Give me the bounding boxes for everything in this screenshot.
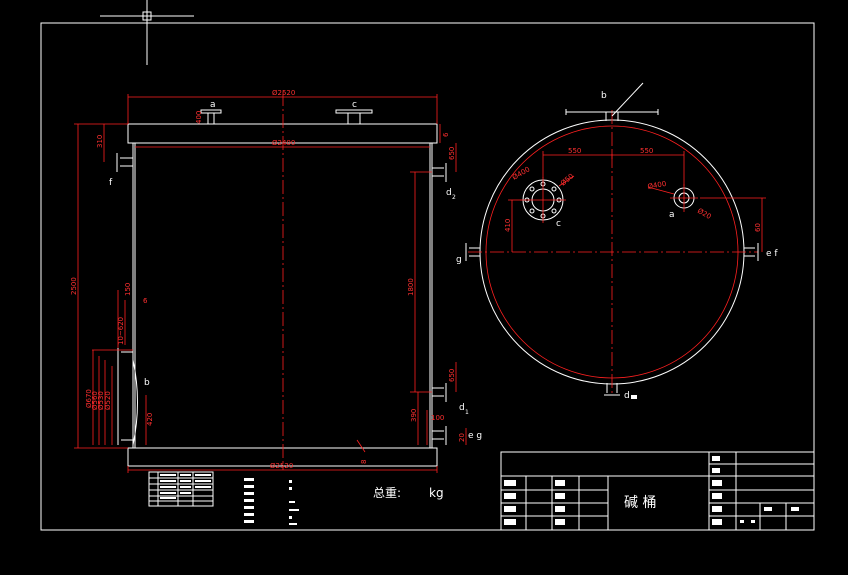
label-g-plan: g: [456, 255, 462, 265]
dim-right-d1: 650: [448, 369, 456, 382]
label-c-top: c: [352, 100, 357, 110]
label-d1-sub: 1: [465, 409, 469, 416]
plan-dim-right-60: 60: [754, 223, 762, 232]
dim-right-bottom-3: 20: [458, 433, 466, 442]
label-d2: d: [446, 188, 452, 198]
dim-b-560: Ø560: [91, 391, 99, 410]
label-ef-plan: e f: [766, 249, 778, 259]
parts-list: [148, 471, 214, 507]
plan-dim-left-550: 550: [568, 147, 581, 155]
drawing-border: [40, 22, 815, 531]
label-eg: e g: [468, 431, 482, 441]
dim-left-f-offset: 310: [96, 135, 104, 148]
label-d2-sub: 2: [452, 194, 456, 201]
label-a-top: a: [210, 100, 216, 110]
dim-b-520: Ø520: [104, 391, 112, 410]
dim-b-height: 420: [146, 413, 154, 426]
plan-dim-small-a: Ø20: [696, 207, 712, 221]
label-a-plan: a: [669, 210, 675, 220]
dim-left-plate: 6: [143, 297, 148, 305]
label-f-left: f: [109, 178, 113, 188]
label-b-plan: b: [601, 91, 607, 101]
label-c-plan: c: [556, 219, 561, 229]
plan-view: [465, 82, 766, 396]
dim-b-670: Ø670: [85, 389, 93, 408]
label-d-plan-sub: [631, 395, 637, 399]
label-d-plan: d: [624, 391, 630, 401]
crosshair-cursor: [100, 0, 194, 65]
dim-left-small-1: 150: [124, 283, 132, 296]
plan-dim-left-410: 410: [504, 219, 512, 232]
label-b-side: b: [144, 378, 150, 388]
dim-bottom-thk: 8: [360, 460, 368, 464]
total-weight-label: 总重:: [373, 486, 401, 500]
plan-dim-small-c: Ø50: [559, 172, 575, 187]
dim-right-bottom-2: 100: [431, 414, 444, 422]
plan-dim-right-550: 550: [640, 147, 653, 155]
plan-dim-circle-c: Ø400: [511, 165, 531, 181]
dim-right-bottom-1: 390: [410, 409, 418, 422]
dim-top-plate: 6: [442, 132, 450, 137]
drawing-name: 碱 桶: [624, 495, 656, 511]
title-block: [500, 451, 815, 531]
dim-height: 2500: [70, 277, 78, 295]
dim-b-530: Ø530: [97, 391, 105, 410]
dim-left-small-2: 10~620: [117, 317, 125, 345]
dim-top-od: Ø2520: [272, 89, 295, 97]
plan-dim-circle-a: Ø400: [647, 180, 667, 191]
dim-right-d2: 650: [448, 147, 456, 160]
side-view: [74, 92, 467, 473]
dim-right-height: 1800: [407, 278, 415, 296]
dim-bottom-od: Ø2520: [270, 462, 293, 470]
tech-notes: [244, 478, 299, 525]
label-d1: d: [459, 403, 465, 413]
dim-inner-d: Ø2400: [272, 139, 295, 147]
total-weight-unit: kg: [429, 486, 444, 500]
dim-top-400: 400: [195, 111, 203, 124]
